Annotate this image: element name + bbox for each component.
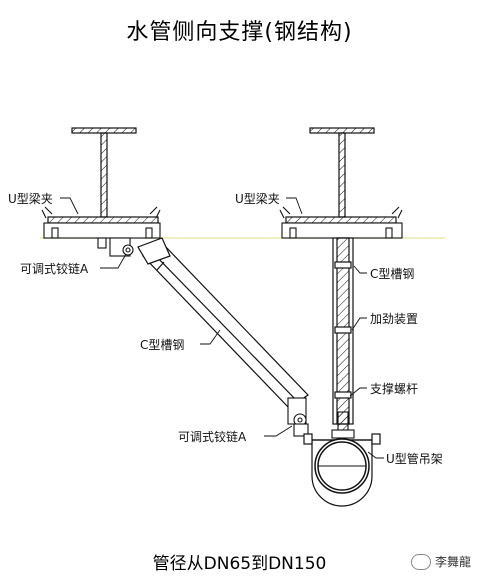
pipe bbox=[314, 438, 370, 494]
label-hinge-top: 可调式铰链A bbox=[20, 261, 89, 276]
right-i-beam bbox=[285, 127, 397, 224]
label-c-channel-vertical: C型槽钢 bbox=[370, 267, 414, 281]
label-c-channel-diagonal: C型槽钢 bbox=[140, 338, 184, 352]
wechat-icon bbox=[410, 553, 431, 570]
label-hinge-bottom: 可调式铰链A bbox=[178, 429, 247, 444]
left-i-beam bbox=[47, 127, 159, 224]
watermark: 李舞龍 bbox=[410, 553, 471, 570]
diagonal-c-channel bbox=[137, 237, 309, 409]
label-u-clamp-left: U型梁夹 bbox=[8, 191, 53, 206]
watermark-text: 李舞龍 bbox=[434, 555, 471, 569]
label-support-bolt: 支撑螺杆 bbox=[370, 381, 418, 396]
bottom-caption: 管径从DN65到DN150 bbox=[152, 554, 327, 574]
left-u-clamp bbox=[41, 206, 161, 239]
left-top-hinge bbox=[97, 237, 134, 257]
support-bolt bbox=[331, 411, 355, 439]
label-u-clamp-right: U型梁夹 bbox=[235, 191, 280, 206]
label-stiffener: 加劲装置 bbox=[370, 312, 418, 326]
page-title: 水管侧向支撑(钢结构) bbox=[126, 20, 353, 45]
vertical-c-channel bbox=[332, 237, 354, 425]
label-u-pipe-hanger: U型管吊架 bbox=[386, 451, 443, 466]
leader-lines bbox=[60, 197, 384, 459]
bottom-hinge bbox=[287, 397, 309, 437]
